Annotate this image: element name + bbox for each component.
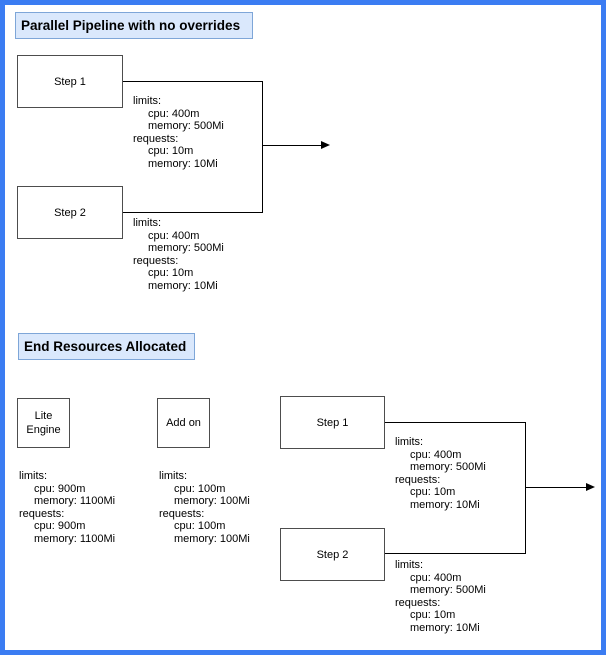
node-step1-top: Step 1 [17,55,123,108]
resource-line: requests: [159,507,205,520]
resource-line: requests: [395,596,441,609]
resource-line: limits: [395,436,424,448]
connector-merge-end [525,422,526,554]
resource-line: memory: 500Mi [148,120,224,132]
node-lite-engine-label-line1: Lite [34,410,53,422]
resource-line: memory: 500Mi [148,242,224,254]
resource-line: requests: [133,254,179,267]
resource-line: memory: 1100Mi [34,532,116,545]
resource-line: requests: [395,473,441,486]
resource-line: memory: 10Mi [148,279,218,292]
resource-line: cpu: 10m [410,609,456,621]
arrow-right-icon [321,141,330,149]
resource-line: cpu: 10m [410,486,456,498]
merge-arrow-top-shaft [262,145,321,146]
resource-line: memory: 10Mi [148,157,218,170]
node-lite-engine: Lite Engine [17,398,70,448]
resource-line: limits: [395,559,424,571]
node-step1-end: Step 1 [280,396,385,449]
resources-step1-end: limits: cpu: 400m memory: 500Mi requests… [395,436,486,511]
resource-line: memory: 100Mi [174,532,250,545]
resource-line: memory: 10Mi [410,621,480,634]
resource-line: cpu: 400m [148,107,200,120]
resource-line: limits: [133,217,162,229]
resource-line: memory: 500Mi [410,461,486,473]
node-step2-end-label: Step 2 [316,548,349,561]
resource-line: memory: 10Mi [410,498,480,511]
node-lite-engine-label-line2: Engine [26,424,61,436]
node-step2-end: Step 2 [280,528,385,581]
section-title-end-resources-label: End Resources Allocated [24,339,187,354]
resource-line: cpu: 900m [34,482,86,495]
section-title-pipeline-label: Parallel Pipeline with no overrides [21,18,241,33]
resource-line: cpu: 10m [148,267,194,279]
connector-step1-top [123,81,262,82]
resources-lite-engine: limits: cpu: 900m memory: 1100Mi request… [19,470,115,545]
resource-line: limits: [133,95,162,107]
resource-line: limits: [159,470,188,482]
arrow-right-icon [586,483,595,491]
connector-merge-top [262,81,263,213]
merge-arrow-end-shaft [525,487,586,488]
resources-step2-end: limits: cpu: 400m memory: 500Mi requests… [395,559,486,634]
resource-line: requests: [133,132,179,145]
connector-step1-end [385,422,525,423]
resource-line: requests: [19,507,65,520]
resource-line: memory: 100Mi [174,495,250,507]
resources-add-on: limits: cpu: 100m memory: 100Mi requests… [159,470,250,545]
resource-line: cpu: 10m [148,145,194,157]
connector-step2-top [123,212,262,213]
section-title-end-resources: End Resources Allocated [18,333,195,360]
connector-step2-end [385,553,525,554]
node-step2-top-label: Step 2 [54,206,86,219]
resource-line: cpu: 100m [174,482,226,495]
resource-line: cpu: 100m [174,520,226,532]
resource-line: limits: [19,470,48,482]
node-step1-top-label: Step 1 [54,75,86,88]
resource-line: memory: 1100Mi [34,495,116,507]
node-add-on: Add on [157,398,210,448]
resource-line: cpu: 400m [410,571,462,584]
section-title-pipeline: Parallel Pipeline with no overrides [15,12,253,39]
node-step2-top: Step 2 [17,186,123,239]
resource-line: memory: 500Mi [410,584,486,596]
resources-step1-top: limits: cpu: 400m memory: 500Mi requests… [133,95,224,170]
node-step1-end-label: Step 1 [316,416,349,429]
resource-line: cpu: 900m [34,520,86,532]
resources-step2-top: limits: cpu: 400m memory: 500Mi requests… [133,217,224,292]
resource-line: cpu: 400m [148,229,200,242]
resource-line: cpu: 400m [410,448,462,461]
node-add-on-label: Add on [166,417,201,429]
